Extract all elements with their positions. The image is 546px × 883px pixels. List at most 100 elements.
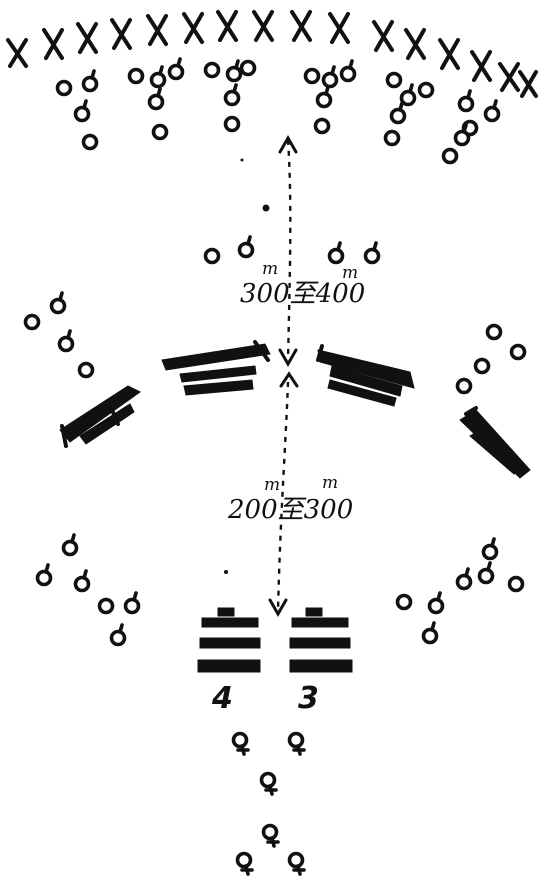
trench-bar xyxy=(289,607,353,673)
soldier-circle xyxy=(73,569,91,593)
soldier-circle xyxy=(81,133,99,151)
soldier-circle xyxy=(477,561,495,585)
arrowhead-down xyxy=(278,348,298,368)
soldier-circle xyxy=(259,771,278,796)
arrowhead-up xyxy=(279,371,299,388)
lower-distance-unit-left: m xyxy=(264,475,280,495)
lower-range-arrow xyxy=(276,381,290,613)
soldier-circle xyxy=(223,83,241,107)
soldier-circle xyxy=(389,101,407,125)
trench-bar xyxy=(59,385,141,448)
enemy-cross xyxy=(110,18,132,50)
enemy-cross xyxy=(328,12,350,44)
soldier-circle xyxy=(237,235,255,259)
soldier-circle xyxy=(223,115,241,133)
soldier-circle xyxy=(235,851,254,876)
trench-bar xyxy=(161,340,271,396)
soldier-circle xyxy=(441,147,459,165)
soldier-circle xyxy=(483,99,501,123)
trench-lines xyxy=(59,340,531,673)
enemy-cross xyxy=(404,28,426,60)
soldier-circle xyxy=(303,67,321,85)
arrowhead-up xyxy=(278,134,298,154)
soldier-circle xyxy=(455,567,473,591)
enemy-cross xyxy=(372,20,394,52)
soldier-circle xyxy=(421,621,439,645)
soldier-circle xyxy=(287,851,306,876)
soldier-circle xyxy=(167,57,185,81)
enemy-cross xyxy=(438,38,460,70)
arrowhead-down xyxy=(268,598,288,618)
soldier-circle xyxy=(149,65,167,89)
soldier-circle xyxy=(35,563,53,587)
lower-distance-label: 200至300 xyxy=(227,495,353,525)
soldier-circle xyxy=(383,129,401,147)
soldier-circle xyxy=(109,623,127,647)
trench-bar xyxy=(459,406,531,479)
soldier-circle xyxy=(453,123,471,147)
distance-arrows xyxy=(276,139,292,613)
soldier-circle xyxy=(321,65,339,89)
enemy-cross xyxy=(518,70,538,98)
trench-bar xyxy=(197,607,261,673)
soldier-circle xyxy=(81,69,99,93)
soldier-circle xyxy=(287,731,306,756)
soldier-circle xyxy=(327,241,345,265)
soldier-circle xyxy=(313,117,331,135)
soldier-circle xyxy=(339,59,357,83)
soldier-circle xyxy=(455,377,473,395)
soldier-circle xyxy=(203,61,221,79)
soldier-circle xyxy=(225,59,243,83)
enemy-cross xyxy=(6,38,28,68)
soldier-circle xyxy=(97,597,115,615)
upper-distance-label: 300至400 xyxy=(240,279,365,309)
soldier-circle xyxy=(147,87,165,111)
soldier-circle xyxy=(507,575,525,593)
soldier-circle xyxy=(395,593,413,611)
soldier-circle xyxy=(23,313,41,331)
soldier-circle xyxy=(457,89,475,113)
soldier-circle xyxy=(123,591,141,615)
soldier-circle xyxy=(127,67,145,85)
enemy-cross xyxy=(76,22,98,54)
enemy-line xyxy=(6,10,538,98)
soldier-circle xyxy=(509,343,527,361)
soldier-circle xyxy=(473,357,491,375)
soldier-circle xyxy=(385,71,403,89)
soldier-circle xyxy=(231,731,250,756)
upper-distance-unit-right: m xyxy=(342,263,358,283)
soldier-circle xyxy=(315,85,333,109)
soldier-circle xyxy=(73,99,91,123)
enemy-cross xyxy=(42,28,64,60)
soldier-circle xyxy=(57,329,75,353)
soldier-circle xyxy=(399,83,417,107)
enemy-cross xyxy=(182,12,204,44)
soldier-circle xyxy=(261,823,280,848)
unit-number-right: 3 xyxy=(298,681,319,716)
enemy-cross xyxy=(498,62,520,92)
soldier-circle xyxy=(151,123,169,141)
trench-bar xyxy=(316,344,415,407)
lower-distance-unit-right: m xyxy=(322,473,338,493)
soldier-groups xyxy=(23,57,527,876)
soldier-circle xyxy=(481,537,499,561)
ink-specks xyxy=(224,158,270,574)
enemy-cross xyxy=(252,10,274,42)
unit-number-left: 4 xyxy=(211,681,233,716)
soldier-circle xyxy=(485,323,503,341)
soldier-circle xyxy=(55,79,73,97)
soldier-circle xyxy=(49,291,67,315)
upper-distance-unit-left: m xyxy=(262,259,278,279)
soldier-circle xyxy=(203,247,221,265)
enemy-cross xyxy=(470,50,492,82)
enemy-cross xyxy=(216,10,238,42)
enemy-cross xyxy=(290,10,312,42)
soldier-circle xyxy=(363,241,381,265)
enemy-cross xyxy=(146,14,168,46)
soldier-circle xyxy=(427,591,445,615)
upper-range-arrow xyxy=(286,139,292,361)
soldier-circle xyxy=(417,81,435,99)
soldier-circle xyxy=(239,59,257,77)
arrowheads xyxy=(268,134,299,618)
